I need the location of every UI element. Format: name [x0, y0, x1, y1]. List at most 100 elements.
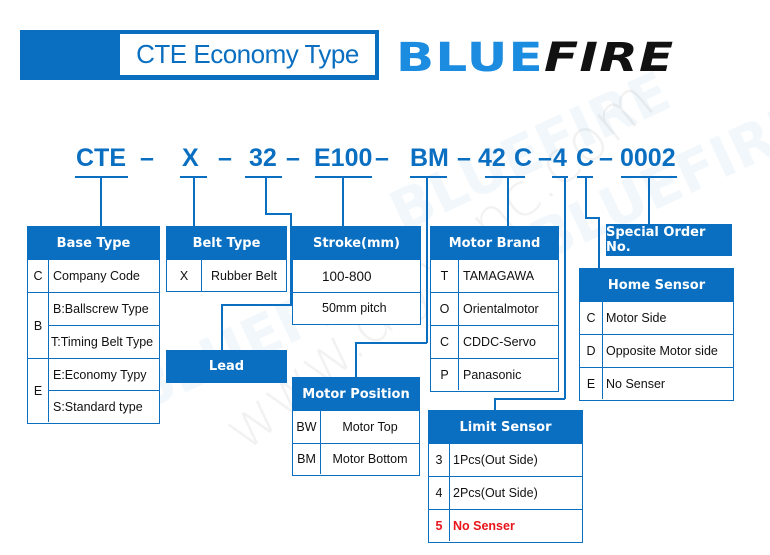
table-row: BM Motor Bottom: [293, 443, 419, 474]
row-key: D: [580, 335, 603, 367]
underline: [485, 176, 525, 178]
table-row: 50mm pitch: [293, 292, 420, 323]
row-key: P: [431, 359, 459, 390]
row-key: C: [580, 302, 603, 334]
underline: [410, 176, 447, 178]
row-key: C: [28, 260, 49, 292]
row-key: BW: [293, 411, 321, 443]
connector: [100, 176, 102, 226]
table-row: O Orientalmotor: [431, 292, 558, 325]
code-separator: –: [457, 144, 471, 172]
table-row: E E:Economy Typy S:Standard type: [28, 358, 159, 422]
row-value: TAMAGAWA: [463, 269, 535, 283]
connector: [494, 398, 565, 400]
row-key: 5: [429, 510, 450, 541]
table-header: Limit Sensor: [429, 411, 582, 443]
page-title: CTE Economy Type: [120, 34, 375, 75]
lead-label: Lead: [166, 350, 287, 383]
code-separator: –: [599, 144, 613, 172]
row-key: C: [431, 326, 459, 358]
logo-black-text: FIRE: [543, 35, 675, 81]
row-value: Motor Side: [606, 311, 667, 325]
connector: [221, 304, 223, 350]
table-row: E No Senser: [580, 367, 733, 399]
row-value: 1Pcs(Out Side): [453, 453, 538, 467]
table-row: 3 1Pcs(Out Side): [429, 443, 582, 476]
row-value: Panasonic: [463, 367, 522, 382]
connector: [507, 176, 509, 226]
code-special-order: 0002: [620, 144, 676, 172]
row-value: Motor Top: [342, 420, 398, 434]
row-key: E: [28, 359, 49, 422]
code-belt-type: X: [182, 144, 199, 172]
base-type-table: Base Type C Company Code B B:Ballscrew T…: [27, 226, 160, 424]
code-separator: –: [218, 144, 232, 172]
logo-blue-text: BLUE: [396, 35, 544, 81]
table-header: Home Sensor: [580, 269, 733, 301]
code-lead: 32: [249, 144, 277, 172]
connector: [564, 176, 566, 399]
code-motor-position: BM: [410, 144, 449, 172]
table-row: C CDDC-Servo: [431, 325, 558, 358]
title-bar: CTE Economy Type: [20, 30, 379, 80]
connector: [221, 304, 292, 306]
connector: [494, 398, 496, 410]
table-header: Motor Position: [293, 378, 419, 410]
row-value: Opposite Motor side: [606, 344, 718, 358]
row-value: CDDC-Servo: [463, 335, 536, 349]
row-key: O: [431, 293, 459, 325]
code-separator: –: [140, 144, 154, 172]
special-order-label: Special Order No.: [606, 224, 732, 256]
table-row: C Motor Side: [580, 301, 733, 334]
code-home-sensor: C: [576, 144, 595, 172]
code-separator: –: [375, 144, 389, 172]
table-row: T TAMAGAWA: [431, 259, 558, 292]
underline: [315, 176, 372, 178]
row-value: 100-800: [322, 268, 372, 284]
motor-brand-table: Motor Brand T TAMAGAWA O Orientalmotor C…: [430, 226, 559, 392]
connector: [290, 213, 292, 305]
underline: [245, 176, 282, 178]
table-row: 100-800: [293, 259, 420, 292]
table-row: P Panasonic: [431, 358, 558, 390]
table-row: C Company Code: [28, 259, 159, 292]
row-key: BM: [293, 444, 321, 474]
motor-position-table: Motor Position BW Motor Top BM Motor Bot…: [292, 377, 420, 476]
connector: [265, 213, 291, 215]
code-separator: –: [286, 144, 300, 172]
belt-type-table: Belt Type X Rubber Belt: [166, 226, 287, 292]
table-row-highlighted: 5 No Senser: [429, 509, 582, 541]
row-value: T:Timing Belt Type: [51, 335, 154, 349]
stroke-table: Stroke(mm) 100-800 50mm pitch: [292, 226, 421, 325]
connector: [355, 342, 427, 344]
table-row: D Opposite Motor side: [580, 334, 733, 367]
table-row: BW Motor Top: [293, 410, 419, 443]
row-key: 3: [429, 444, 450, 476]
connector: [585, 217, 599, 219]
row-value: Orientalmotor: [463, 302, 539, 316]
connector: [598, 217, 600, 268]
table-header: Stroke(mm): [293, 227, 420, 259]
connector: [342, 176, 344, 226]
underline: [75, 176, 128, 178]
row-value: Rubber Belt: [210, 268, 277, 283]
row-value: E:Economy Typy: [49, 359, 159, 392]
row-value: 50mm pitch: [322, 301, 387, 315]
home-sensor-table: Home Sensor C Motor Side D Opposite Moto…: [579, 268, 734, 401]
code-base-type: CTE: [76, 144, 126, 172]
code-stroke: E100: [314, 144, 373, 172]
connector: [585, 176, 587, 218]
row-value: Motor Bottom: [332, 452, 408, 466]
limit-sensor-table: Limit Sensor 3 1Pcs(Out Side) 4 2Pcs(Out…: [428, 410, 583, 543]
table-header: Base Type: [28, 227, 159, 259]
table-header: Belt Type: [167, 227, 286, 259]
row-key: X: [167, 260, 202, 291]
code-motor-brand: 42: [478, 144, 506, 172]
table-row: B B:Ballscrew Type T:Timing Belt Type: [28, 292, 159, 358]
row-key: E: [580, 368, 603, 399]
table-row: X Rubber Belt: [167, 259, 286, 291]
connector: [265, 176, 267, 213]
code-motor-brand-suffix: C: [514, 144, 533, 172]
connector: [426, 176, 428, 343]
